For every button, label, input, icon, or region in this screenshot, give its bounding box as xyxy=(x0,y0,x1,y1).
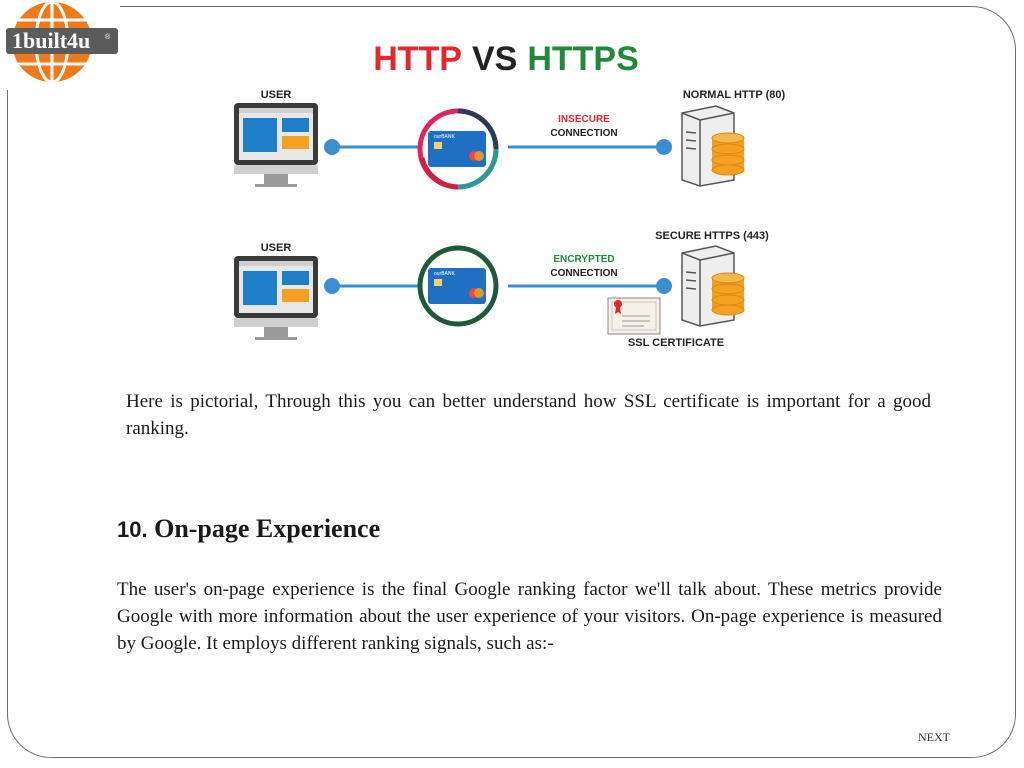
top-user-node xyxy=(324,139,340,155)
bottom-status-label: ENCRYPTED xyxy=(553,254,614,265)
next-link[interactable]: NEXT xyxy=(918,730,950,744)
section-body: The user's on-page experience is the fin… xyxy=(117,579,942,654)
http-vs-https-diagram: HTTP VS HTTPS USER ourBANK INSECURE CONNEC… xyxy=(234,40,786,349)
slide-frame xyxy=(7,6,1016,758)
bottom-user-label: USER xyxy=(261,242,292,254)
bottom-card-label: ourBANK xyxy=(434,271,456,277)
top-monitor-icon xyxy=(234,103,318,187)
top-server-node xyxy=(656,139,672,155)
section-number: 10. xyxy=(117,517,148,542)
bottom-bank-card-icon: ourBANK xyxy=(428,268,486,304)
bottom-connection-label: CONNECTION xyxy=(550,268,617,279)
top-status-label: INSECURE xyxy=(558,114,610,125)
bottom-user-node xyxy=(324,278,340,294)
logo-registered-mark: ® xyxy=(105,33,111,41)
title-vs: VS xyxy=(472,40,517,78)
title-http: HTTP xyxy=(373,40,462,78)
top-server-label: NORMAL HTTP (80) xyxy=(683,89,786,101)
top-server-icon xyxy=(681,105,745,187)
top-user-label: USER xyxy=(261,89,292,101)
diagram-title: HTTP VS HTTPS xyxy=(373,40,639,78)
title-https: HTTPS xyxy=(527,40,638,78)
company-logo: 1built4u ® xyxy=(6,2,118,82)
top-connection-label: CONNECTION xyxy=(550,128,617,139)
ssl-certificate-icon xyxy=(607,297,661,335)
top-bank-card-icon: ourBANK xyxy=(428,131,486,167)
section-title: On-page Experience xyxy=(154,514,381,543)
section-heading: 10. On-page Experience xyxy=(117,514,380,544)
top-card-label: ourBANK xyxy=(434,134,456,140)
diagram-caption: Here is pictorial, Through this you can … xyxy=(126,391,931,439)
bottom-monitor-icon xyxy=(234,256,318,340)
bottom-server-label: SECURE HTTPS (443) xyxy=(655,230,769,242)
bottom-server-node xyxy=(656,278,672,294)
bottom-server-icon xyxy=(681,245,745,327)
logo-text: 1built4u xyxy=(12,28,90,53)
ssl-certificate-label: SSL CERTIFICATE xyxy=(628,337,724,349)
